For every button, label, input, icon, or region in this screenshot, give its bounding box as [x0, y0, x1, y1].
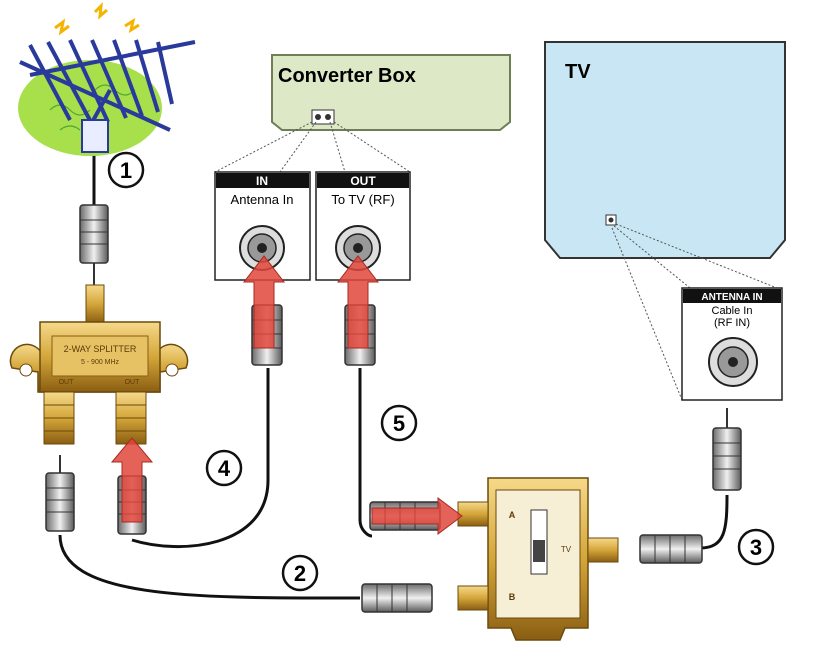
tv-port-line1: Cable In	[712, 305, 753, 317]
step-4-number: 4	[218, 456, 231, 481]
converter-rear-ports	[311, 109, 335, 125]
splitter-label: 2-WAY SPLITTER	[64, 344, 137, 354]
tv	[544, 41, 786, 259]
antenna-mount	[81, 119, 109, 153]
tv-callout-lines	[611, 223, 783, 401]
step-1-marker: 1	[107, 151, 145, 189]
converter-in-header: IN	[256, 174, 268, 188]
converter-callout-lines	[214, 121, 411, 173]
tv-port-line2: (RF IN)	[714, 317, 750, 329]
arrow-switch-a	[371, 497, 463, 535]
tv-antenna-in-panel	[681, 287, 783, 401]
converter-out-label: To TV (RF)	[331, 192, 394, 207]
arrow-converter-in	[242, 255, 286, 349]
converter-in-label: Antenna In	[231, 192, 294, 207]
coax-connector-switch-out	[639, 534, 703, 564]
two-way-splitter	[9, 284, 189, 445]
splitter-frequency: 5 - 900 MHz	[81, 359, 120, 366]
ab-switch-port-b-label: B	[509, 592, 516, 602]
antenna-background	[18, 60, 162, 156]
step-markers: 1 2 3 4 5	[107, 151, 775, 592]
ab-switch	[457, 477, 619, 641]
cable-converter-out-to-switch-a	[358, 368, 373, 538]
antenna	[18, 1, 196, 156]
coax-connector-tv	[712, 408, 742, 491]
cable-switch-to-tv	[699, 494, 729, 550]
step-5-marker: 5	[380, 404, 418, 442]
coax-connector-splitter-left	[45, 455, 75, 532]
ab-switch-port-a-label: A	[509, 510, 516, 520]
tv-port-header: ANTENNA IN	[701, 292, 762, 303]
step-3-number: 3	[750, 535, 762, 560]
signal-arrows	[110, 255, 463, 535]
converter-out-header: OUT	[350, 174, 376, 188]
coax-connector-switch-b	[361, 583, 433, 613]
arrow-splitter-out	[110, 437, 154, 523]
coax-connector-antenna	[79, 204, 109, 285]
splitter-port-left-label: OUT	[59, 379, 75, 386]
cable-splitter-to-converter-in	[131, 368, 270, 549]
step-1-number: 1	[120, 158, 132, 183]
converter-in-panel	[214, 171, 311, 281]
arrow-converter-out	[336, 255, 380, 349]
cable-splitter-to-switch-b	[58, 534, 361, 600]
tv-title: TV	[565, 61, 591, 83]
converter-box-title: Converter Box	[278, 65, 416, 87]
step-2-number: 2	[294, 561, 306, 586]
step-4-marker: 4	[205, 449, 243, 487]
converter-box	[271, 54, 511, 131]
ab-switch-center-label: TV	[561, 545, 572, 554]
step-2-marker: 2	[281, 554, 319, 592]
cables	[58, 150, 729, 600]
step-3-marker: 3	[737, 528, 775, 566]
step-5-number: 5	[393, 411, 405, 436]
splitter-port-right-label: OUT	[125, 379, 141, 386]
